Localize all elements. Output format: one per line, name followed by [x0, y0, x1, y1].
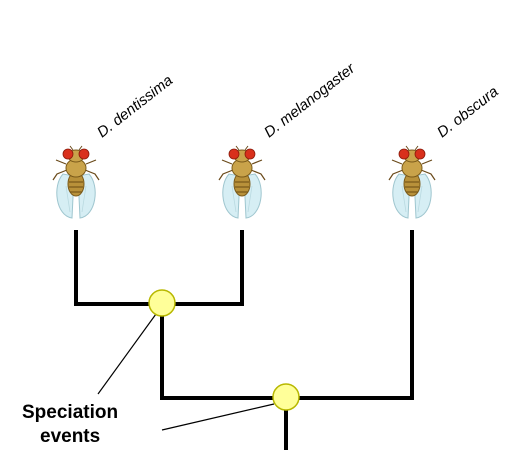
taxon-label-3: D. obscura	[434, 83, 502, 141]
fruit-fly-icon	[389, 146, 435, 218]
speciation-node-root	[273, 384, 299, 410]
tree-branches	[74, 230, 414, 450]
speciation-node-inner	[149, 290, 175, 316]
taxon-label-2: D. melanogaster	[261, 59, 359, 141]
taxon-label-1: D. dentissima	[94, 72, 176, 141]
fruit-fly-icon	[219, 146, 265, 218]
callout-pointer-root	[162, 404, 274, 430]
callout-label-line2: events	[40, 426, 100, 447]
fruit-fly-icon	[53, 146, 99, 218]
callout-pointer-inner	[98, 314, 156, 394]
callout-label-line1: Speciation	[22, 402, 118, 423]
